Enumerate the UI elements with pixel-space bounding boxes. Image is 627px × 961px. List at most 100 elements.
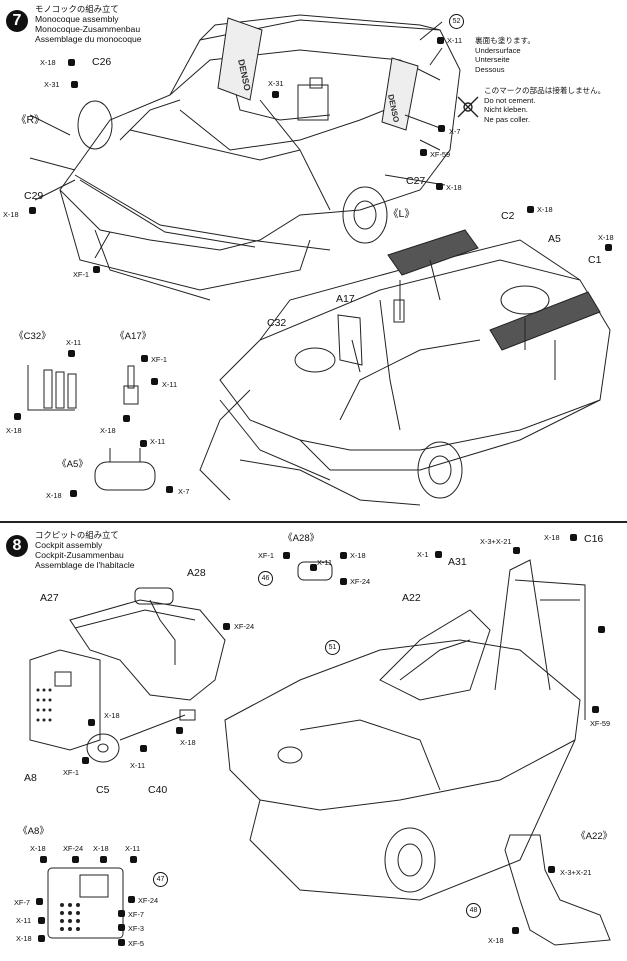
part-c5: C5 bbox=[96, 784, 110, 796]
part-c27: C27 bbox=[406, 175, 426, 187]
part-c32: C32 bbox=[267, 317, 287, 329]
paint-dot-icon bbox=[70, 490, 77, 497]
paint-dot-icon bbox=[340, 578, 347, 585]
part-c16: C16 bbox=[584, 533, 604, 545]
paint-xf59: XF-59 bbox=[590, 719, 611, 728]
paint-dot-icon bbox=[88, 719, 95, 726]
paint-dot-icon bbox=[512, 927, 519, 934]
paint-x1: X-1 bbox=[417, 550, 429, 559]
detail-a22-x3x21: X-3+X-21 bbox=[560, 868, 592, 877]
part-a22: A22 bbox=[402, 592, 421, 604]
part-a27: A27 bbox=[40, 592, 59, 604]
detail-a17-x11: X-11 bbox=[162, 380, 178, 389]
paint-x3x21: X-3+X-21 bbox=[480, 537, 512, 546]
do-not-cement-icon bbox=[457, 96, 479, 118]
detail-a22-title: 《A22》 bbox=[576, 831, 613, 842]
detail-a5-x18: X-18 bbox=[46, 491, 62, 500]
paint-dot-icon bbox=[176, 727, 183, 734]
callout-47: 47 bbox=[153, 872, 168, 887]
paint-x18-a: X-18 bbox=[104, 711, 120, 720]
paint-dot-icon bbox=[283, 552, 290, 559]
paint-x18-c: X-18 bbox=[544, 533, 560, 542]
detail-a5-title: 《A5》 bbox=[57, 459, 88, 470]
detail-a22-x18: X-18 bbox=[488, 936, 504, 945]
paint-dot-icon bbox=[82, 757, 89, 764]
detail-a8-x18-b: X-18 bbox=[93, 844, 109, 853]
paint-dot-icon bbox=[548, 866, 555, 873]
paint-dot-icon bbox=[223, 623, 230, 630]
paint-dot-icon bbox=[166, 486, 173, 493]
detail-a8-x11-b: X-11 bbox=[16, 916, 32, 925]
paint-dot-icon bbox=[340, 552, 347, 559]
paint-x18-e: X-18 bbox=[598, 233, 614, 242]
detail-a28-xf24: XF-24 bbox=[350, 577, 371, 586]
paint-dot-icon bbox=[14, 413, 21, 420]
paint-dot-icon bbox=[140, 440, 147, 447]
callout-48: 48 bbox=[466, 903, 481, 918]
step-number: 7 bbox=[6, 10, 28, 32]
side-r-label: 《R》 bbox=[16, 114, 45, 126]
detail-a8-xf7: XF-7 bbox=[14, 898, 31, 907]
paint-dot-icon bbox=[40, 856, 47, 863]
detail-a17-x18: X-18 bbox=[100, 426, 116, 435]
paint-x31-b: X-31 bbox=[268, 79, 284, 88]
paint-dot-icon bbox=[72, 856, 79, 863]
paint-dot-icon bbox=[36, 898, 43, 905]
cement-note: このマークの部品は接着しません。 Do not cement. Nicht kl… bbox=[484, 86, 606, 124]
paint-xf24: XF-24 bbox=[234, 622, 255, 631]
paint-dot-icon bbox=[435, 551, 442, 558]
paint-dot-icon bbox=[436, 183, 443, 190]
title-fr: Assemblage de l'habitacle bbox=[35, 560, 135, 570]
paint-dot-icon bbox=[527, 206, 534, 213]
detail-a8-xf3: XF-3 bbox=[128, 924, 145, 933]
detail-a8-x18-c: X-18 bbox=[16, 934, 32, 943]
detail-c32-x11: X-11 bbox=[66, 338, 82, 347]
part-c40: C40 bbox=[148, 784, 168, 796]
paint-xf1: XF-1 bbox=[63, 768, 80, 777]
paint-x18-c: X-18 bbox=[3, 210, 19, 219]
part-c2: C2 bbox=[501, 210, 515, 222]
part-a17: A17 bbox=[336, 293, 355, 305]
paint-x18-d: X-18 bbox=[537, 205, 553, 214]
paint-dot-icon bbox=[128, 896, 135, 903]
paint-dot-icon bbox=[118, 910, 125, 917]
step-divider bbox=[0, 521, 627, 523]
paint-x18-b: X-18 bbox=[446, 183, 462, 192]
paint-dot-icon bbox=[100, 856, 107, 863]
paint-dot-icon bbox=[130, 856, 137, 863]
side-l-label: 《L》 bbox=[388, 208, 415, 220]
step-title: モノコックの組み立て Monocoque assembly Monocoque-… bbox=[35, 4, 142, 44]
detail-a5-x11: X-11 bbox=[150, 437, 166, 446]
title-de: Monocoque-Zusammenbau bbox=[35, 24, 141, 34]
paint-xf59: XF-59 bbox=[430, 150, 451, 159]
paint-dot-icon bbox=[118, 939, 125, 946]
paint-xf1: XF-1 bbox=[73, 270, 90, 279]
paint-dot-icon bbox=[272, 91, 279, 98]
callout-46: 46 bbox=[258, 571, 273, 586]
detail-a17-title: 《A17》 bbox=[115, 331, 152, 342]
part-a5: A5 bbox=[548, 233, 561, 245]
paint-dot-icon bbox=[141, 355, 148, 362]
detail-a28-title: 《A28》 bbox=[283, 533, 320, 544]
detail-a8-xf7-b: XF-7 bbox=[128, 910, 145, 919]
paint-dot-icon bbox=[68, 350, 75, 357]
detail-a28-x11: X-11 bbox=[317, 558, 333, 567]
undersurface-note: 裏面も塗ります。 Undersurface Unterseite Dessous bbox=[475, 36, 535, 74]
detail-a17-xf1: XF-1 bbox=[151, 355, 168, 364]
title-jp: モノコックの組み立て bbox=[35, 4, 119, 14]
paint-dot-icon bbox=[68, 59, 75, 66]
paint-dot-icon bbox=[29, 207, 36, 214]
detail-a28-x18: X-18 bbox=[350, 551, 366, 560]
paint-dot-icon bbox=[140, 745, 147, 752]
step-title: コクピットの組み立て Cockpit assembly Cockpit-Zusa… bbox=[35, 530, 124, 560]
detail-a28-xf1: XF-1 bbox=[258, 551, 275, 560]
paint-dot-icon bbox=[420, 149, 427, 156]
paint-dot-icon bbox=[437, 37, 444, 44]
detail-a5-x7: X-7 bbox=[178, 487, 190, 496]
paint-dot-icon bbox=[570, 534, 577, 541]
paint-x11: X-11 bbox=[447, 36, 463, 45]
paint-dot-icon bbox=[438, 125, 445, 132]
paint-dot-icon bbox=[71, 81, 78, 88]
part-c26: C26 bbox=[92, 56, 112, 68]
